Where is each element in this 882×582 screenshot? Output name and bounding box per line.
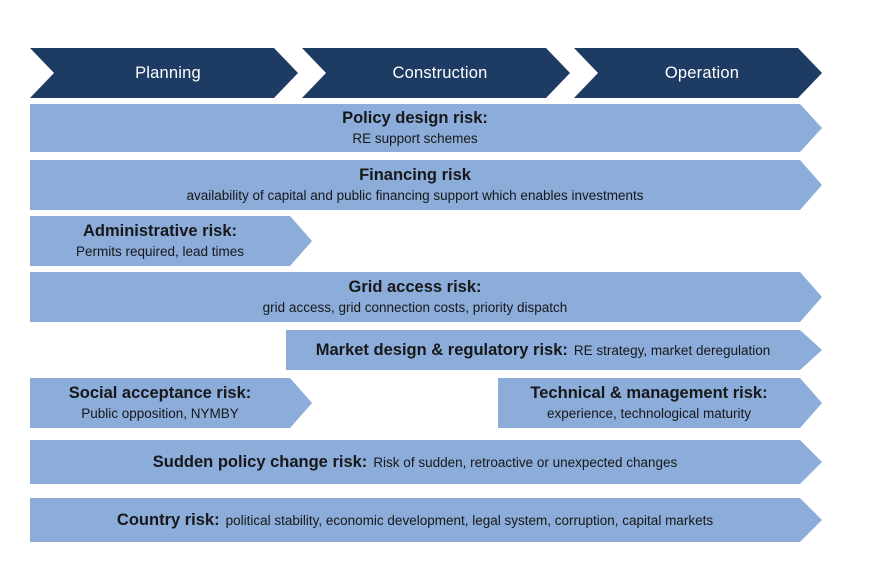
- risk-bar-content: Financing risk availability of capital a…: [30, 165, 822, 204]
- risk-title-technical-management: Technical & management risk:: [530, 384, 768, 403]
- risk-subtitle-social-acceptance: Public opposition, NYMBY: [81, 406, 239, 422]
- risk-subtitle-grid-access: grid access, grid connection costs, prio…: [262, 300, 568, 316]
- risk-title-administrative: Administrative risk:: [82, 222, 238, 241]
- risk-title-social-acceptance: Social acceptance risk:: [68, 384, 252, 403]
- risk-subtitle-sudden-policy-change: Risk of sudden, retroactive or unexpecte…: [373, 454, 678, 470]
- risk-subtitle-policy-design: RE support schemes: [352, 131, 478, 147]
- risk-title-policy-design: Policy design risk:: [342, 109, 488, 128]
- phase-chevron-operation[interactable]: Operation: [574, 48, 822, 98]
- risk-subtitle-country: political stability, economic developmen…: [225, 512, 714, 528]
- risk-bar-content: Technical & management risk: experience,…: [498, 383, 822, 422]
- risk-bar-content: Country risk: political stability, econo…: [30, 510, 822, 531]
- risk-bar-sudden-policy-change[interactable]: Sudden policy change risk: Risk of sudde…: [30, 440, 822, 484]
- risk-bar-content: Administrative risk: Permits required, l…: [30, 221, 312, 260]
- risk-bar-market-design[interactable]: Market design & regulatory risk: RE stra…: [286, 330, 822, 370]
- risk-bar-country[interactable]: Country risk: political stability, econo…: [30, 498, 822, 542]
- risk-bar-social-acceptance[interactable]: Social acceptance risk: Public oppositio…: [30, 378, 312, 428]
- risk-bar-content: Sudden policy change risk: Risk of sudde…: [30, 452, 822, 473]
- risk-bar-financing[interactable]: Financing risk availability of capital a…: [30, 160, 822, 210]
- phase-label-planning: Planning: [135, 63, 201, 82]
- risk-title-market-design: Market design & regulatory risk:: [315, 340, 568, 359]
- risk-bar-technical-management[interactable]: Technical & management risk: experience,…: [498, 378, 822, 428]
- risk-bar-content: Market design & regulatory risk: RE stra…: [286, 340, 822, 361]
- risk-bar-content: Policy design risk: RE support schemes: [30, 108, 822, 147]
- phase-header-row: Planning Construction Operation: [30, 48, 822, 98]
- risk-title-grid-access: Grid access risk:: [348, 278, 482, 297]
- risk-bar-administrative[interactable]: Administrative risk: Permits required, l…: [30, 216, 312, 266]
- phase-label-operation: Operation: [664, 63, 740, 82]
- risk-subtitle-financing: availability of capital and public finan…: [186, 188, 644, 204]
- risk-title-country: Country risk:: [116, 510, 220, 529]
- phase-label-construction: Construction: [392, 63, 488, 82]
- risk-bar-content: Social acceptance risk: Public oppositio…: [30, 383, 312, 422]
- risk-subtitle-technical-management: experience, technological maturity: [546, 406, 752, 422]
- risk-subtitle-administrative: Permits required, lead times: [75, 244, 245, 260]
- phase-chevron-planning[interactable]: Planning: [30, 48, 298, 98]
- risk-title-sudden-policy-change: Sudden policy change risk:: [152, 452, 368, 471]
- risk-title-financing: Financing risk: [359, 166, 471, 185]
- risk-bar-grid-access[interactable]: Grid access risk: grid access, grid conn…: [30, 272, 822, 322]
- risk-subtitle-market-design: RE strategy, market deregulation: [573, 342, 771, 358]
- risk-bar-policy-design[interactable]: Policy design risk: RE support schemes: [30, 104, 822, 152]
- risk-bar-content: Grid access risk: grid access, grid conn…: [30, 277, 822, 316]
- phase-chevron-construction[interactable]: Construction: [302, 48, 570, 98]
